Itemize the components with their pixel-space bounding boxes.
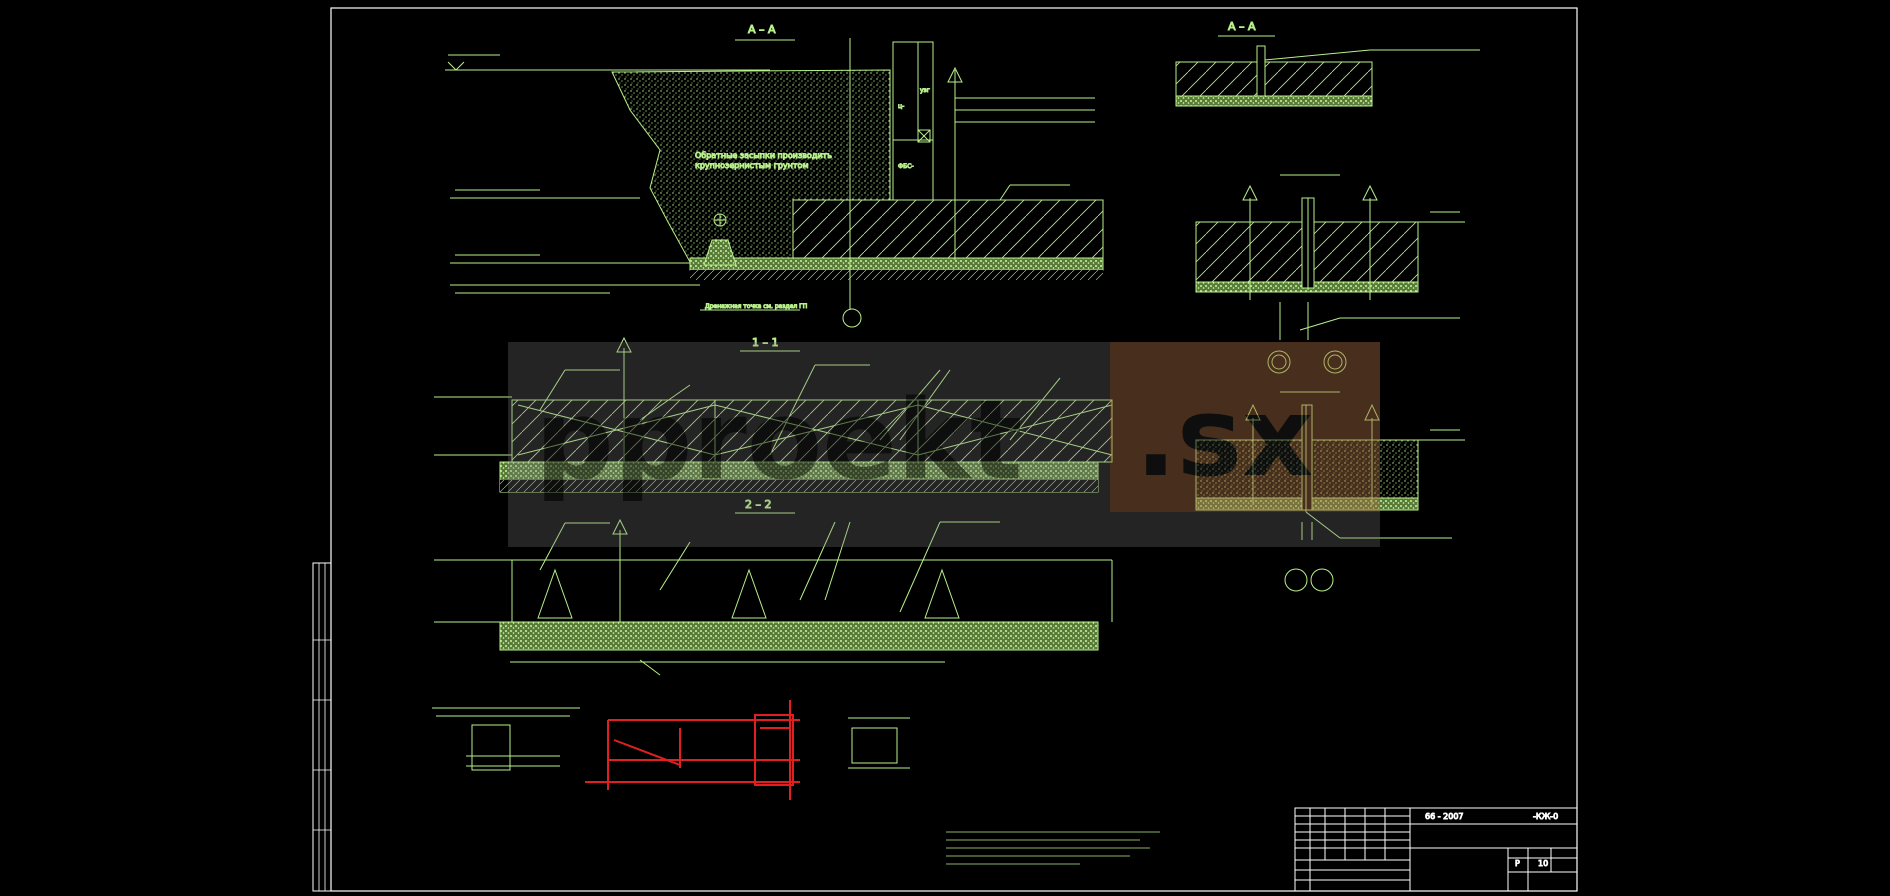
general-notes (946, 831, 1160, 865)
backfill-note-2: крупнозернистым грунтом (695, 161, 808, 170)
section-2-2: 2 – 2 (434, 498, 1113, 676)
binding-strip (312, 562, 332, 892)
section-11-label: 1 – 1 (752, 336, 779, 349)
backfill-note: Обратные засыпки производить (695, 151, 832, 160)
drain-note: Дренажная точка см. раздел ГП (705, 303, 807, 310)
section-aa-right: А – А (1175, 20, 1480, 107)
label-fbs: ФБС- (898, 163, 914, 170)
section-aa-right-label: А – А (1228, 20, 1256, 33)
detail-joint-2 (1195, 391, 1465, 592)
section-1-1: 1 – 1 (434, 336, 1113, 493)
title-block-sheet: 10 (1538, 859, 1548, 868)
small-details (432, 707, 910, 771)
watermark-text-left: pproekt (535, 376, 1023, 504)
section-22-label: 2 – 2 (745, 498, 772, 511)
label-c: ц- (898, 103, 904, 110)
title-block: 66 - 2007 -КЖ-0 Р 10 (1294, 807, 1578, 892)
title-block-mark: -КЖ-0 (1533, 812, 1558, 821)
watermark: pproekt .sx (508, 342, 1380, 547)
sheet-frame (330, 7, 1578, 892)
section-aa-label: А – А (748, 23, 776, 36)
section-aa-main: А – А узг ц- ФБС- Обратные засыпки произ… (445, 23, 1104, 328)
title-block-code: 66 - 2007 (1425, 812, 1464, 821)
label-uzg: узг (920, 87, 930, 94)
title-block-stage: Р (1515, 859, 1520, 868)
watermark-text-right: .sx (1135, 373, 1313, 501)
red-reinforcement-detail (585, 700, 800, 800)
detail-joint-1 (1195, 174, 1465, 374)
